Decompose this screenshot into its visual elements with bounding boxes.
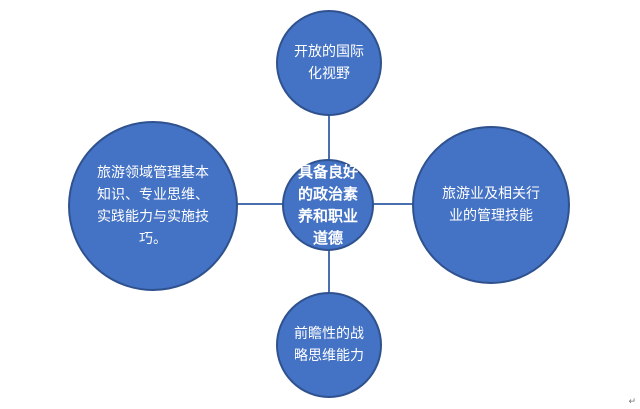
connector-top [328, 110, 330, 165]
node-center: 具备良好的政治素养和职业道德 [282, 159, 374, 251]
node-top-label: 开放的国际化视野 [294, 44, 364, 82]
node-left-label: 旅游领域管理基本知识、专业思维、实践能力与实施技巧。 [97, 165, 209, 247]
node-bottom: 前瞻性的战略思维能力 [276, 292, 382, 398]
node-bottom-label: 前瞻性的战略思维能力 [294, 326, 364, 364]
node-left: 旅游领域管理基本知识、专业思维、实践能力与实施技巧。 [68, 121, 238, 291]
connector-right [370, 203, 416, 205]
node-right: 旅游业及相关行业的管理技能 [412, 126, 570, 284]
connector-left [234, 203, 286, 205]
connector-bottom [328, 245, 330, 295]
node-center-label: 具备良好的政治素养和职业道德 [297, 163, 358, 247]
node-top: 开放的国际化视野 [276, 10, 382, 116]
return-mark: ↵ [628, 397, 636, 407]
node-right-label: 旅游业及相关行业的管理技能 [442, 186, 540, 224]
